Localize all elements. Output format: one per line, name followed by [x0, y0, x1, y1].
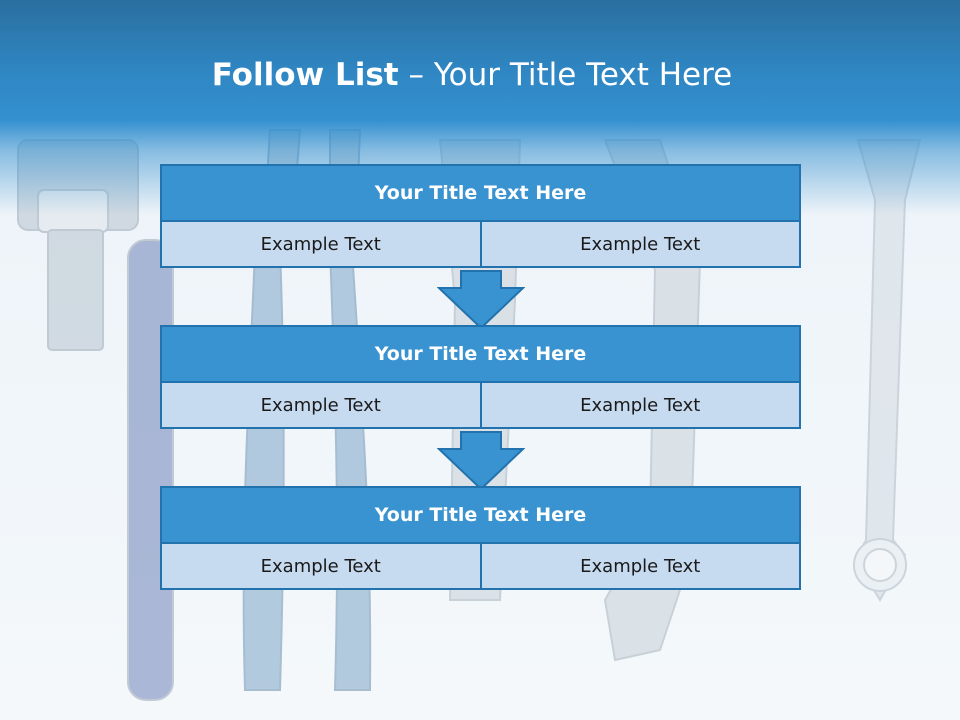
- block-cell-right: Example Text: [479, 542, 801, 590]
- list-block-1: Your Title Text Here Example Text Exampl…: [160, 164, 801, 268]
- slide-title-strong: Follow List: [211, 57, 399, 93]
- block-cell-right: Example Text: [479, 220, 801, 268]
- list-block-2: Your Title Text Here Example Text Exampl…: [160, 325, 801, 429]
- block-title: Your Title Text Here: [160, 325, 801, 383]
- block-title: Your Title Text Here: [160, 164, 801, 222]
- block-row: Example Text Example Text: [160, 220, 801, 268]
- arrow-down-icon: [437, 431, 525, 491]
- slide-title-rest: – Your Title Text Here: [398, 57, 733, 93]
- block-cell-left: Example Text: [160, 542, 482, 590]
- block-cell-left: Example Text: [160, 381, 482, 429]
- slide-title: Follow List – Your Title Text Here: [0, 52, 944, 98]
- list-block-3: Your Title Text Here Example Text Exampl…: [160, 486, 801, 590]
- block-row: Example Text Example Text: [160, 381, 801, 429]
- block-title: Your Title Text Here: [160, 486, 801, 544]
- block-cell-right: Example Text: [479, 381, 801, 429]
- block-row: Example Text Example Text: [160, 542, 801, 590]
- block-cell-left: Example Text: [160, 220, 482, 268]
- arrow-down-icon: [437, 270, 525, 330]
